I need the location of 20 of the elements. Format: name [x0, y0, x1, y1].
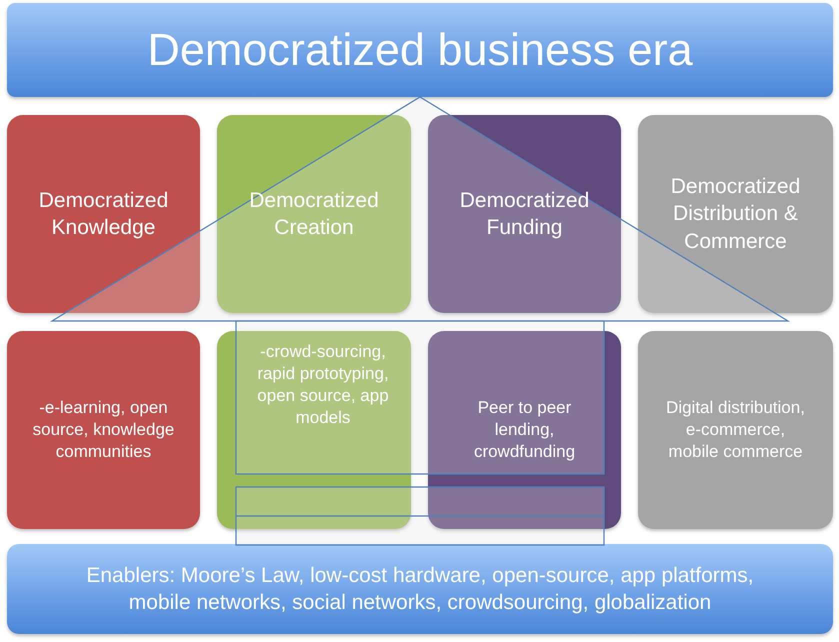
examples-card: [428, 331, 621, 529]
category-card: [217, 115, 411, 313]
card-heading: Democratized Creation: [248, 188, 380, 241]
title-banner: [7, 3, 833, 97]
banner-heading: Democratized business era: [147, 22, 693, 77]
examples-card: [638, 331, 833, 529]
enablers-banner: [7, 544, 833, 634]
category-card: [638, 115, 833, 313]
card-heading: Democratized Funding: [458, 188, 590, 241]
category-card: [7, 115, 200, 313]
card-heading: Democratized Knowledge: [38, 188, 170, 241]
card-text: Digital distribution, e-commerce, mobile commerce: [665, 396, 806, 464]
card-text: -crowd-sourcing, rapid prototyping, open source, app models: [256, 341, 390, 430]
card-text: -e-learning, open source, knowledge communities: [32, 396, 176, 464]
examples-card: [217, 331, 411, 529]
banner-text: Enablers: Moore’s Law, low-cost hardware, open-source, app platforms, mobile networks, social networks, crowdsourcing, globalization: [85, 562, 755, 616]
card-text: Peer to peer lending, crowdfunding: [472, 396, 576, 464]
card-heading: Democratized Distribution & Commerce: [670, 174, 802, 255]
examples-card: [7, 331, 200, 529]
category-card: [428, 115, 621, 313]
